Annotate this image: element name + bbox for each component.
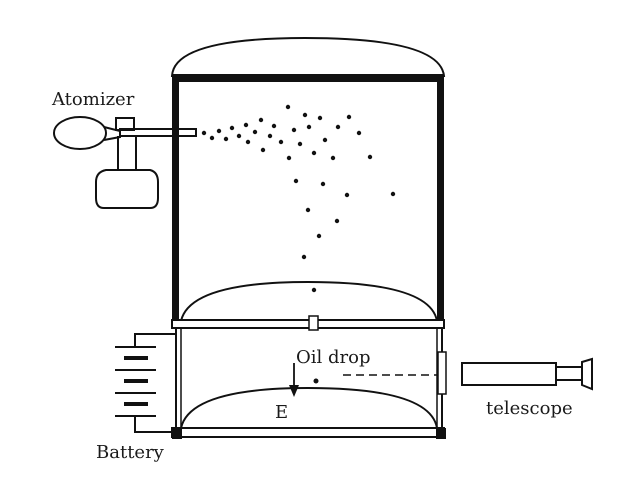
- lower-plate-left-block: [172, 428, 182, 439]
- telescope-eyepiece: [555, 366, 583, 381]
- battery: [115, 333, 176, 433]
- chamber-top-bar: [172, 74, 444, 82]
- chamber-left-wall: [172, 76, 179, 322]
- chamber-right-wall: [437, 76, 444, 322]
- atomizer-bulb: [53, 116, 107, 150]
- telescope-body: [461, 362, 557, 386]
- plate-hole: [308, 315, 319, 331]
- oil-drop-particle: [313, 378, 319, 384]
- atomizer-nozzle: [119, 128, 197, 137]
- label-field: E: [275, 402, 288, 423]
- lower-plate-dome: [180, 386, 438, 429]
- label-telescope: telescope: [486, 398, 573, 419]
- battery-wire-top: [134, 333, 175, 347]
- chamber-top-dome: [170, 36, 446, 77]
- lower-plate-right-block: [436, 428, 446, 439]
- atomizer-stem: [117, 136, 137, 170]
- upper-plate-dome: [180, 280, 438, 322]
- atomizer-base: [95, 169, 159, 209]
- lower-plate: [171, 427, 445, 438]
- label-battery: Battery: [96, 442, 165, 463]
- field-arrow-head: [289, 385, 299, 397]
- side-window: [437, 351, 447, 395]
- battery-wire-bottom: [134, 416, 176, 433]
- atomizer-cap: [115, 117, 135, 131]
- telescope: [461, 357, 593, 391]
- telescope-eyecup: [581, 357, 593, 391]
- oil-spray: [201, 104, 396, 293]
- label-atomizer: Atomizer: [51, 89, 135, 110]
- upper-plate: [171, 319, 445, 329]
- atomizer: [53, 116, 197, 209]
- label-oil-drop: Oil drop: [296, 347, 370, 368]
